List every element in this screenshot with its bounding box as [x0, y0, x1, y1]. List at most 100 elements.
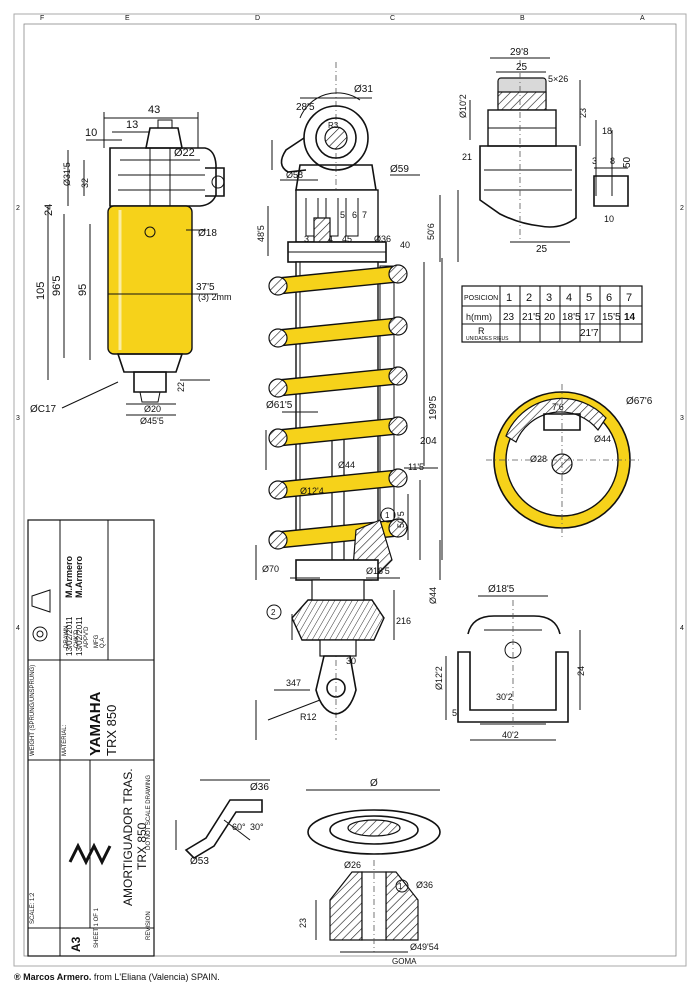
dim-d31-5: Ø31'5: [62, 162, 72, 186]
brand-name: YAMAHA: [87, 691, 104, 756]
revision-label: REVISION: [146, 911, 152, 940]
mark-1: 1: [385, 511, 390, 520]
dim-50: 50: [622, 156, 633, 168]
dim-d20: Ø20: [144, 404, 161, 414]
drawn-label: DRAWN: [64, 626, 70, 648]
svg-text:C: C: [390, 15, 395, 22]
dim-d36-bump: Ø36: [416, 880, 433, 890]
copyright-text: ® Marcos Armero.: [14, 972, 92, 982]
dim-45: 45: [342, 234, 352, 244]
mark-6: 6: [352, 210, 357, 220]
dim-d67-6: Ø67'6: [626, 396, 653, 407]
chkd-date: 13/02/2011: [75, 616, 84, 656]
table-header-3: 3: [546, 292, 552, 304]
dim-phi: Ø: [370, 778, 378, 789]
mark-3: 3: [304, 234, 309, 244]
dim-22b: 22: [176, 382, 186, 392]
dim-48-5: 48'5: [256, 225, 266, 242]
dim-5: 5: [452, 708, 457, 718]
model-name: TRX 850: [104, 705, 119, 756]
table-header-1: 1: [506, 292, 512, 304]
dim-d12-2: Ø12'2: [434, 666, 444, 690]
dim-216: 216: [396, 616, 411, 626]
dim-199-5: 199'5: [428, 395, 439, 420]
svg-text:4: 4: [680, 625, 684, 632]
dim-d36: Ø36: [374, 234, 391, 244]
dim-d44-ring: Ø44: [594, 434, 611, 444]
dim-24: 24: [43, 204, 55, 216]
dim-28-5: 28'5: [296, 102, 315, 113]
dim-d53: Ø53: [190, 856, 209, 867]
dim-60deg: 60°: [232, 822, 246, 832]
drawn-by: M.Armero: [64, 555, 74, 598]
table-r-label: R: [478, 326, 485, 336]
dim-30-2: 30'2: [496, 692, 513, 702]
zoom-note: (3) 2mm: [198, 292, 232, 302]
dim-347: 347: [286, 678, 301, 688]
part-name: AMORTIGUADOR TRAS.: [121, 768, 135, 906]
svg-text:3: 3: [16, 415, 20, 422]
dim-5x26: 5×26: [548, 74, 568, 84]
footer-credit: ® Marcos Armero. from L'Eliana (Valencia…: [14, 972, 220, 982]
dim-29-8: 29'8: [510, 47, 529, 58]
dim-d49-54: Ø49'54: [410, 942, 439, 952]
dim-d61-5: Ø61'5: [266, 400, 293, 411]
table-r-6: 21'7: [580, 328, 599, 339]
dim-d18: Ø18: [198, 228, 217, 239]
dim-50-5: 50'5: [396, 511, 406, 528]
dim-21: 21: [462, 152, 472, 162]
sheet-frame: ABC DEF 234 234: [13, 13, 687, 967]
appvd-label: APPV'D: [84, 626, 90, 648]
mark-2: 2: [271, 608, 276, 617]
dim-d44: Ø44: [338, 460, 355, 470]
mark-7: 7: [362, 210, 367, 220]
chkd-by: M.Armero: [74, 555, 84, 598]
dim-40-2: 40'2: [502, 730, 519, 740]
dim-d28: Ø28: [530, 454, 547, 464]
mark-5: 5: [340, 210, 345, 220]
drawn-date: 13/02/2011: [65, 616, 74, 656]
dim-11-5: 11'5: [408, 462, 424, 472]
table-h-6: 15'5: [602, 312, 621, 323]
goma-label: GOMA: [392, 957, 417, 966]
sheet-label: SHEET 1 OF 1: [94, 907, 100, 948]
table-h-5: 17: [584, 312, 596, 323]
dim-c17: ØC17: [30, 404, 57, 415]
dim-d45-5: Ø45'5: [140, 416, 164, 426]
dim-d26: Ø26: [344, 860, 361, 870]
dim-43: 43: [148, 104, 160, 116]
dim-r3: R3: [328, 121, 339, 130]
part-model: TRX 850: [135, 822, 149, 870]
table-h-4: 18'5: [562, 312, 581, 323]
dim-105: 105: [35, 282, 47, 300]
dim-8: 8: [610, 156, 615, 166]
title-block: DRAWN CHK'D APPV'D MFG Q.A MATERIAL: WEI…: [27, 519, 155, 957]
dim-d10-2: Ø10'2: [458, 94, 468, 118]
mfg-label: MFG: [94, 634, 100, 648]
top-mount-detail: 29'8 25 5×26 Ø10'2 21 23 18 50 3 8 25 10: [458, 47, 633, 255]
dim-24-bracket: 24: [576, 666, 586, 676]
table-header-2: 2: [526, 292, 532, 304]
dim-d44b: Ø44: [428, 587, 438, 604]
bracket-detail: Ø18'5 Ø12'2 30'2 40'2 24 5: [434, 584, 586, 741]
dwg-label: DO NOT SCALE DRAWING: [146, 775, 152, 850]
dim-d70: Ø70: [262, 564, 279, 574]
svg-text:2: 2: [16, 205, 20, 212]
dim-d12-4: Ø12'4: [300, 486, 324, 496]
table-header-0: POSICION: [464, 295, 498, 302]
sheet-size: A3: [69, 936, 83, 952]
dim-7-6: 7'6: [552, 402, 564, 412]
dim-10: 10: [85, 127, 97, 139]
dim-96-5: 96'5: [51, 276, 63, 296]
svg-text:3: 3: [680, 415, 684, 422]
table-header-4: 4: [566, 292, 572, 304]
spring-seat-ring: Ø67'6 7'6 Ø28 Ø44: [486, 384, 653, 540]
dim-d59: Ø59: [390, 164, 409, 175]
svg-text:E: E: [125, 15, 130, 22]
scale-label: SCALE: 1:2: [30, 892, 36, 924]
dim-30deg: 30°: [250, 822, 264, 832]
dim-23: 23: [578, 108, 588, 118]
dim-d36-side: Ø36: [250, 782, 269, 793]
dim-d58: Ø58: [286, 170, 303, 180]
